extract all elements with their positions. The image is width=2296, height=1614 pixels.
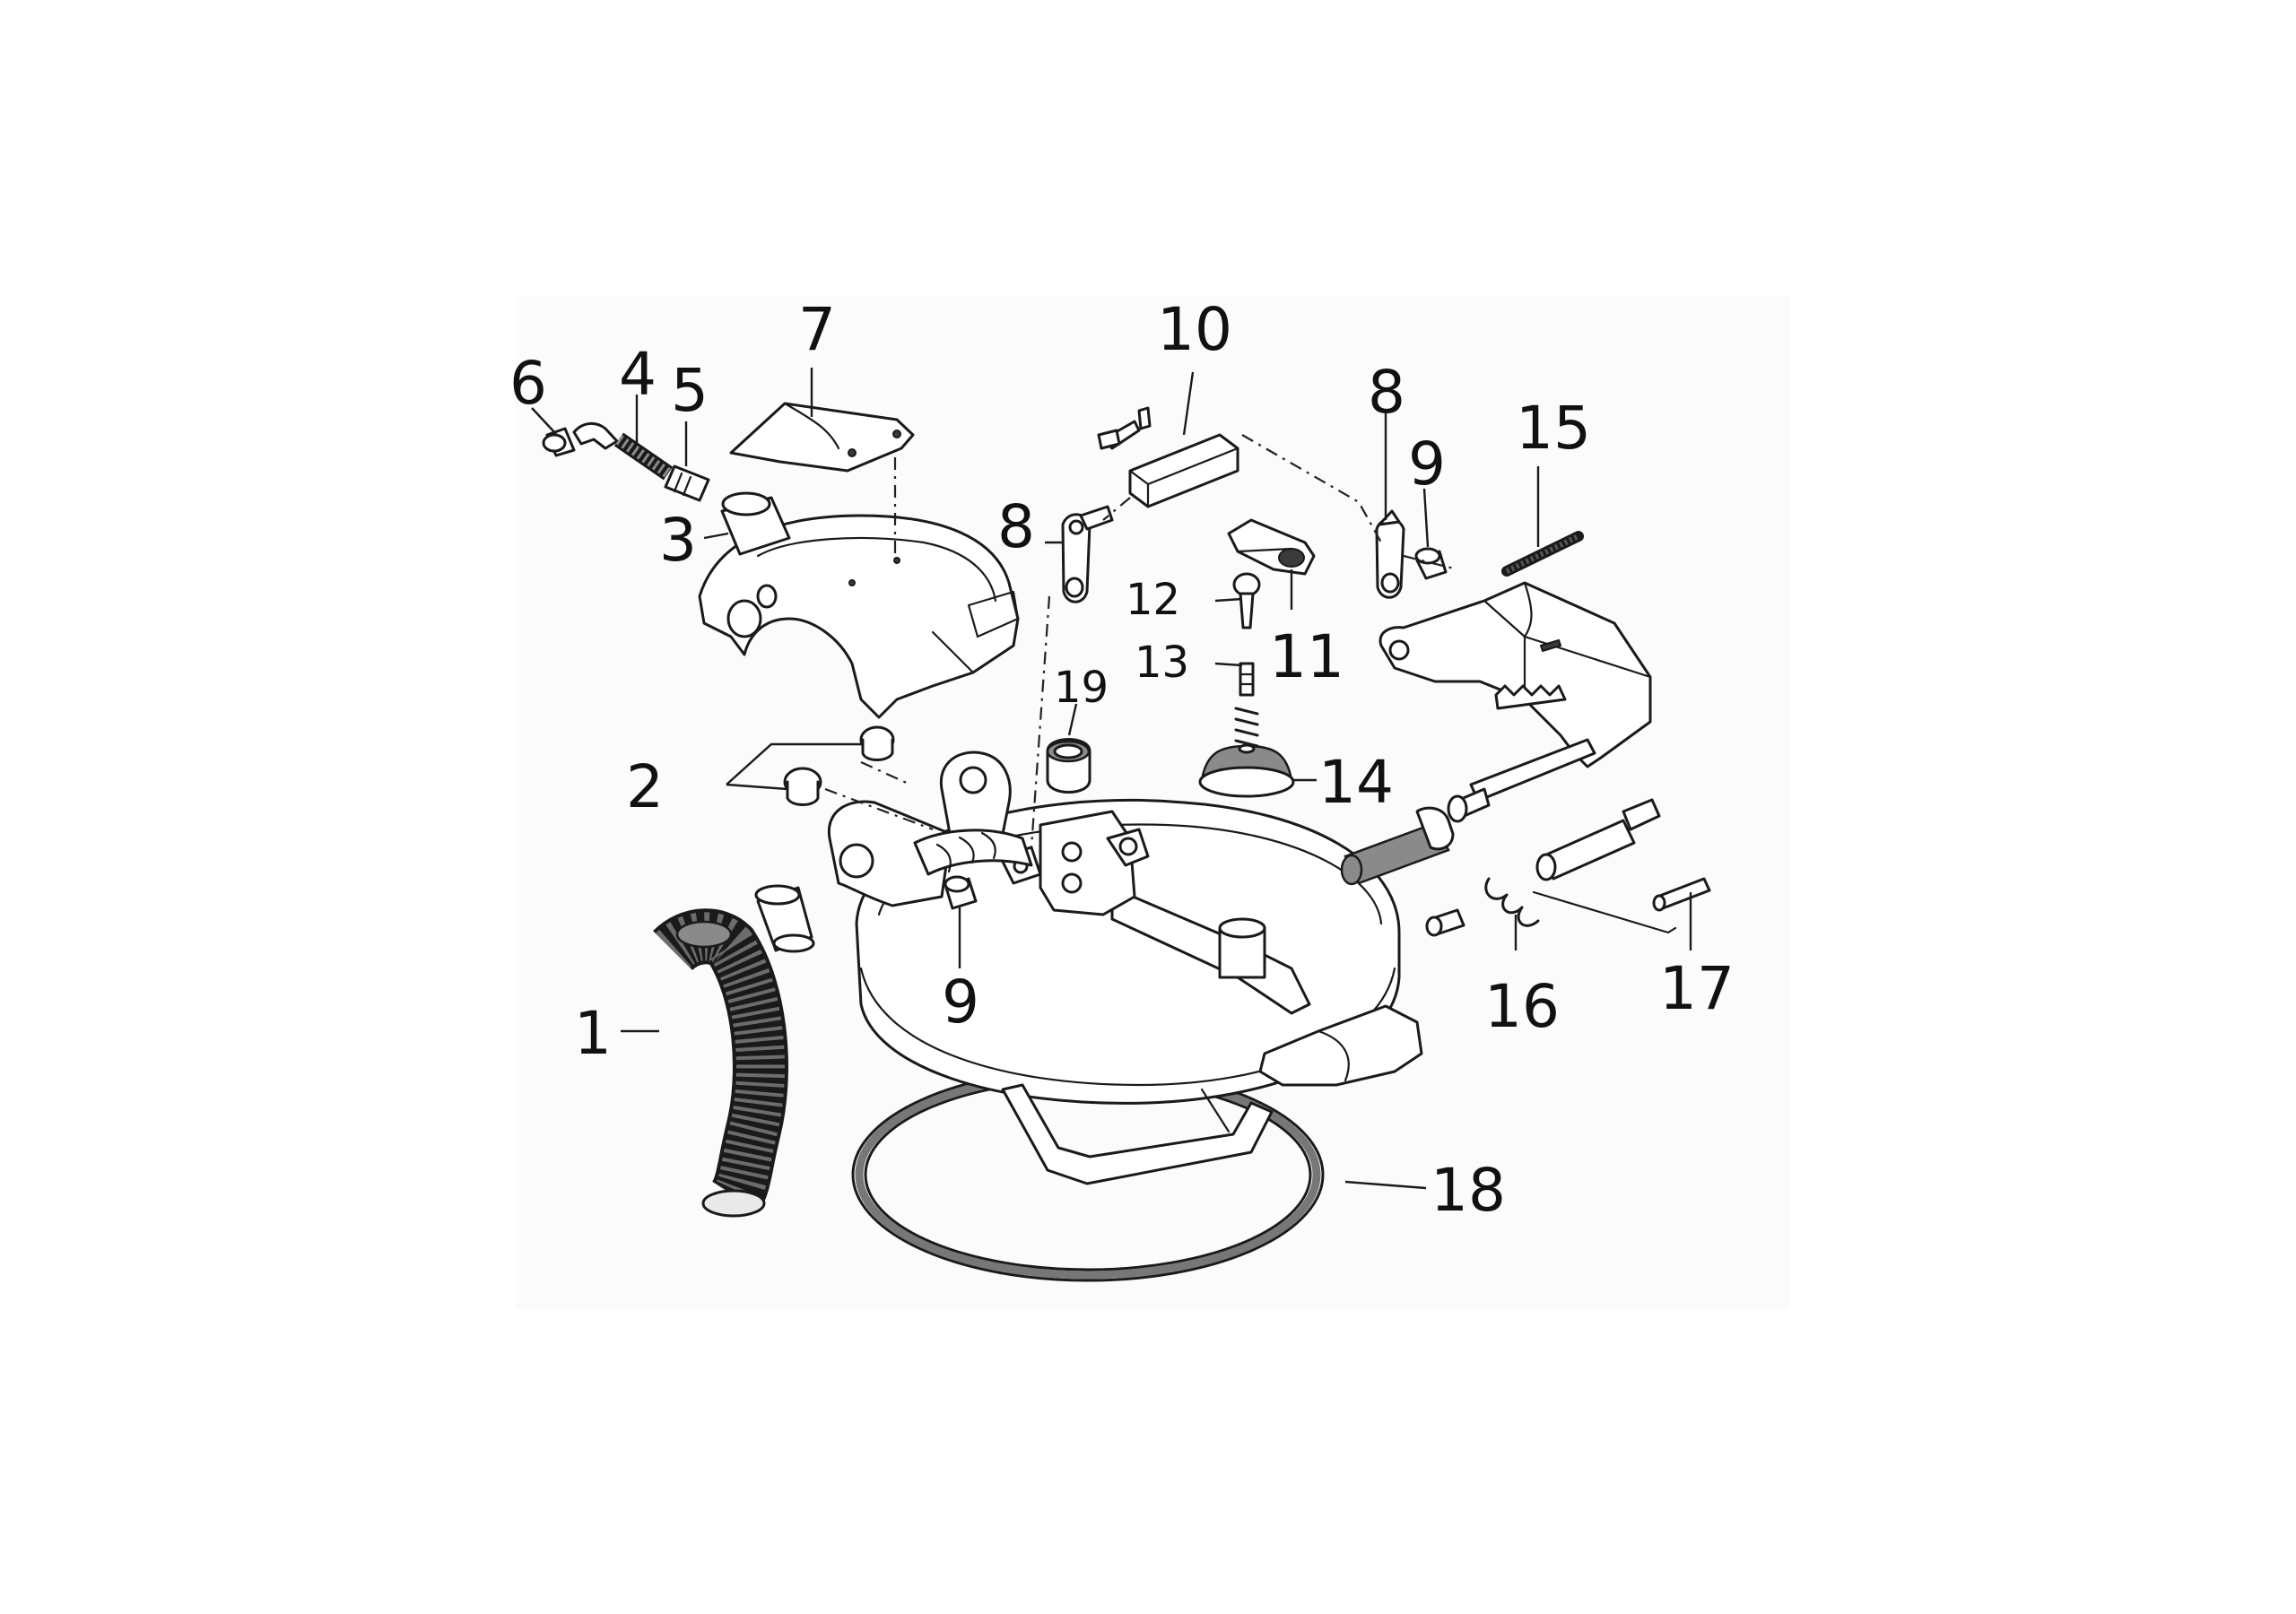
- callout-9-left: 9: [942, 968, 979, 1037]
- callout-15: 15: [1516, 394, 1591, 463]
- hose-coupling-sleeve: [754, 884, 815, 953]
- callout-8-right: 8: [1368, 358, 1405, 427]
- part-10-crossbar: [1097, 406, 1239, 508]
- part-17-pin: [1652, 877, 1711, 912]
- part-4-spring: [613, 432, 674, 481]
- part-9-right-pin: [1414, 547, 1448, 580]
- assembly-guide-lines: [824, 434, 1458, 848]
- callout-12: 12: [1126, 575, 1180, 625]
- callout-3: 3: [659, 506, 697, 575]
- part-9-left-pin: [944, 875, 978, 910]
- leader-lines: [531, 368, 1692, 1190]
- part-15-rod: [1501, 531, 1584, 577]
- pedal-housing: [1378, 581, 1652, 823]
- callout-13: 13: [1135, 638, 1189, 688]
- callout-19: 19: [1054, 663, 1109, 713]
- cover-sleeve: [720, 491, 791, 556]
- part-8-right-link: [1375, 509, 1405, 599]
- callout-18: 18: [1431, 1156, 1506, 1225]
- callout-labels: 1 2 3 4 5 6 7 8 8 9 9 10 11 12 13 14 15 …: [509, 295, 1735, 1225]
- callout-6: 6: [509, 349, 547, 418]
- callout-10: 10: [1157, 295, 1232, 364]
- part-3-upper-cover: [698, 514, 1020, 719]
- part-11-bracket: [1227, 518, 1316, 576]
- callout-1: 1: [574, 999, 612, 1068]
- part-7-top-plate: [729, 402, 915, 473]
- callout-7: 7: [798, 295, 836, 364]
- callout-5: 5: [671, 356, 709, 425]
- part-2-bushings: [783, 725, 895, 806]
- part-13-nut: [1239, 662, 1255, 697]
- part-8-left-link: [1061, 505, 1114, 603]
- callout-16: 16: [1484, 972, 1560, 1041]
- pedal-grip: [1340, 806, 1455, 886]
- callout-8-left: 8: [997, 492, 1035, 561]
- callout-17: 17: [1659, 954, 1735, 1023]
- base-housing: [827, 751, 1423, 1185]
- part-16-spring-assembly: [1425, 798, 1677, 937]
- part-14-valve: [1198, 707, 1295, 798]
- part-12-eye-bolt: [1232, 572, 1261, 629]
- part-5-sleeve: [664, 464, 710, 502]
- callout-11: 11: [1269, 622, 1344, 691]
- callout-2: 2: [626, 752, 664, 821]
- part-19-bushing: [1046, 738, 1091, 794]
- callout-9-right: 9: [1408, 430, 1446, 499]
- callout-4: 4: [619, 340, 657, 409]
- part-6-elbow-fitting: [542, 422, 619, 457]
- part-1-corrugated-hose: [653, 908, 788, 1218]
- callout-14: 14: [1318, 748, 1394, 817]
